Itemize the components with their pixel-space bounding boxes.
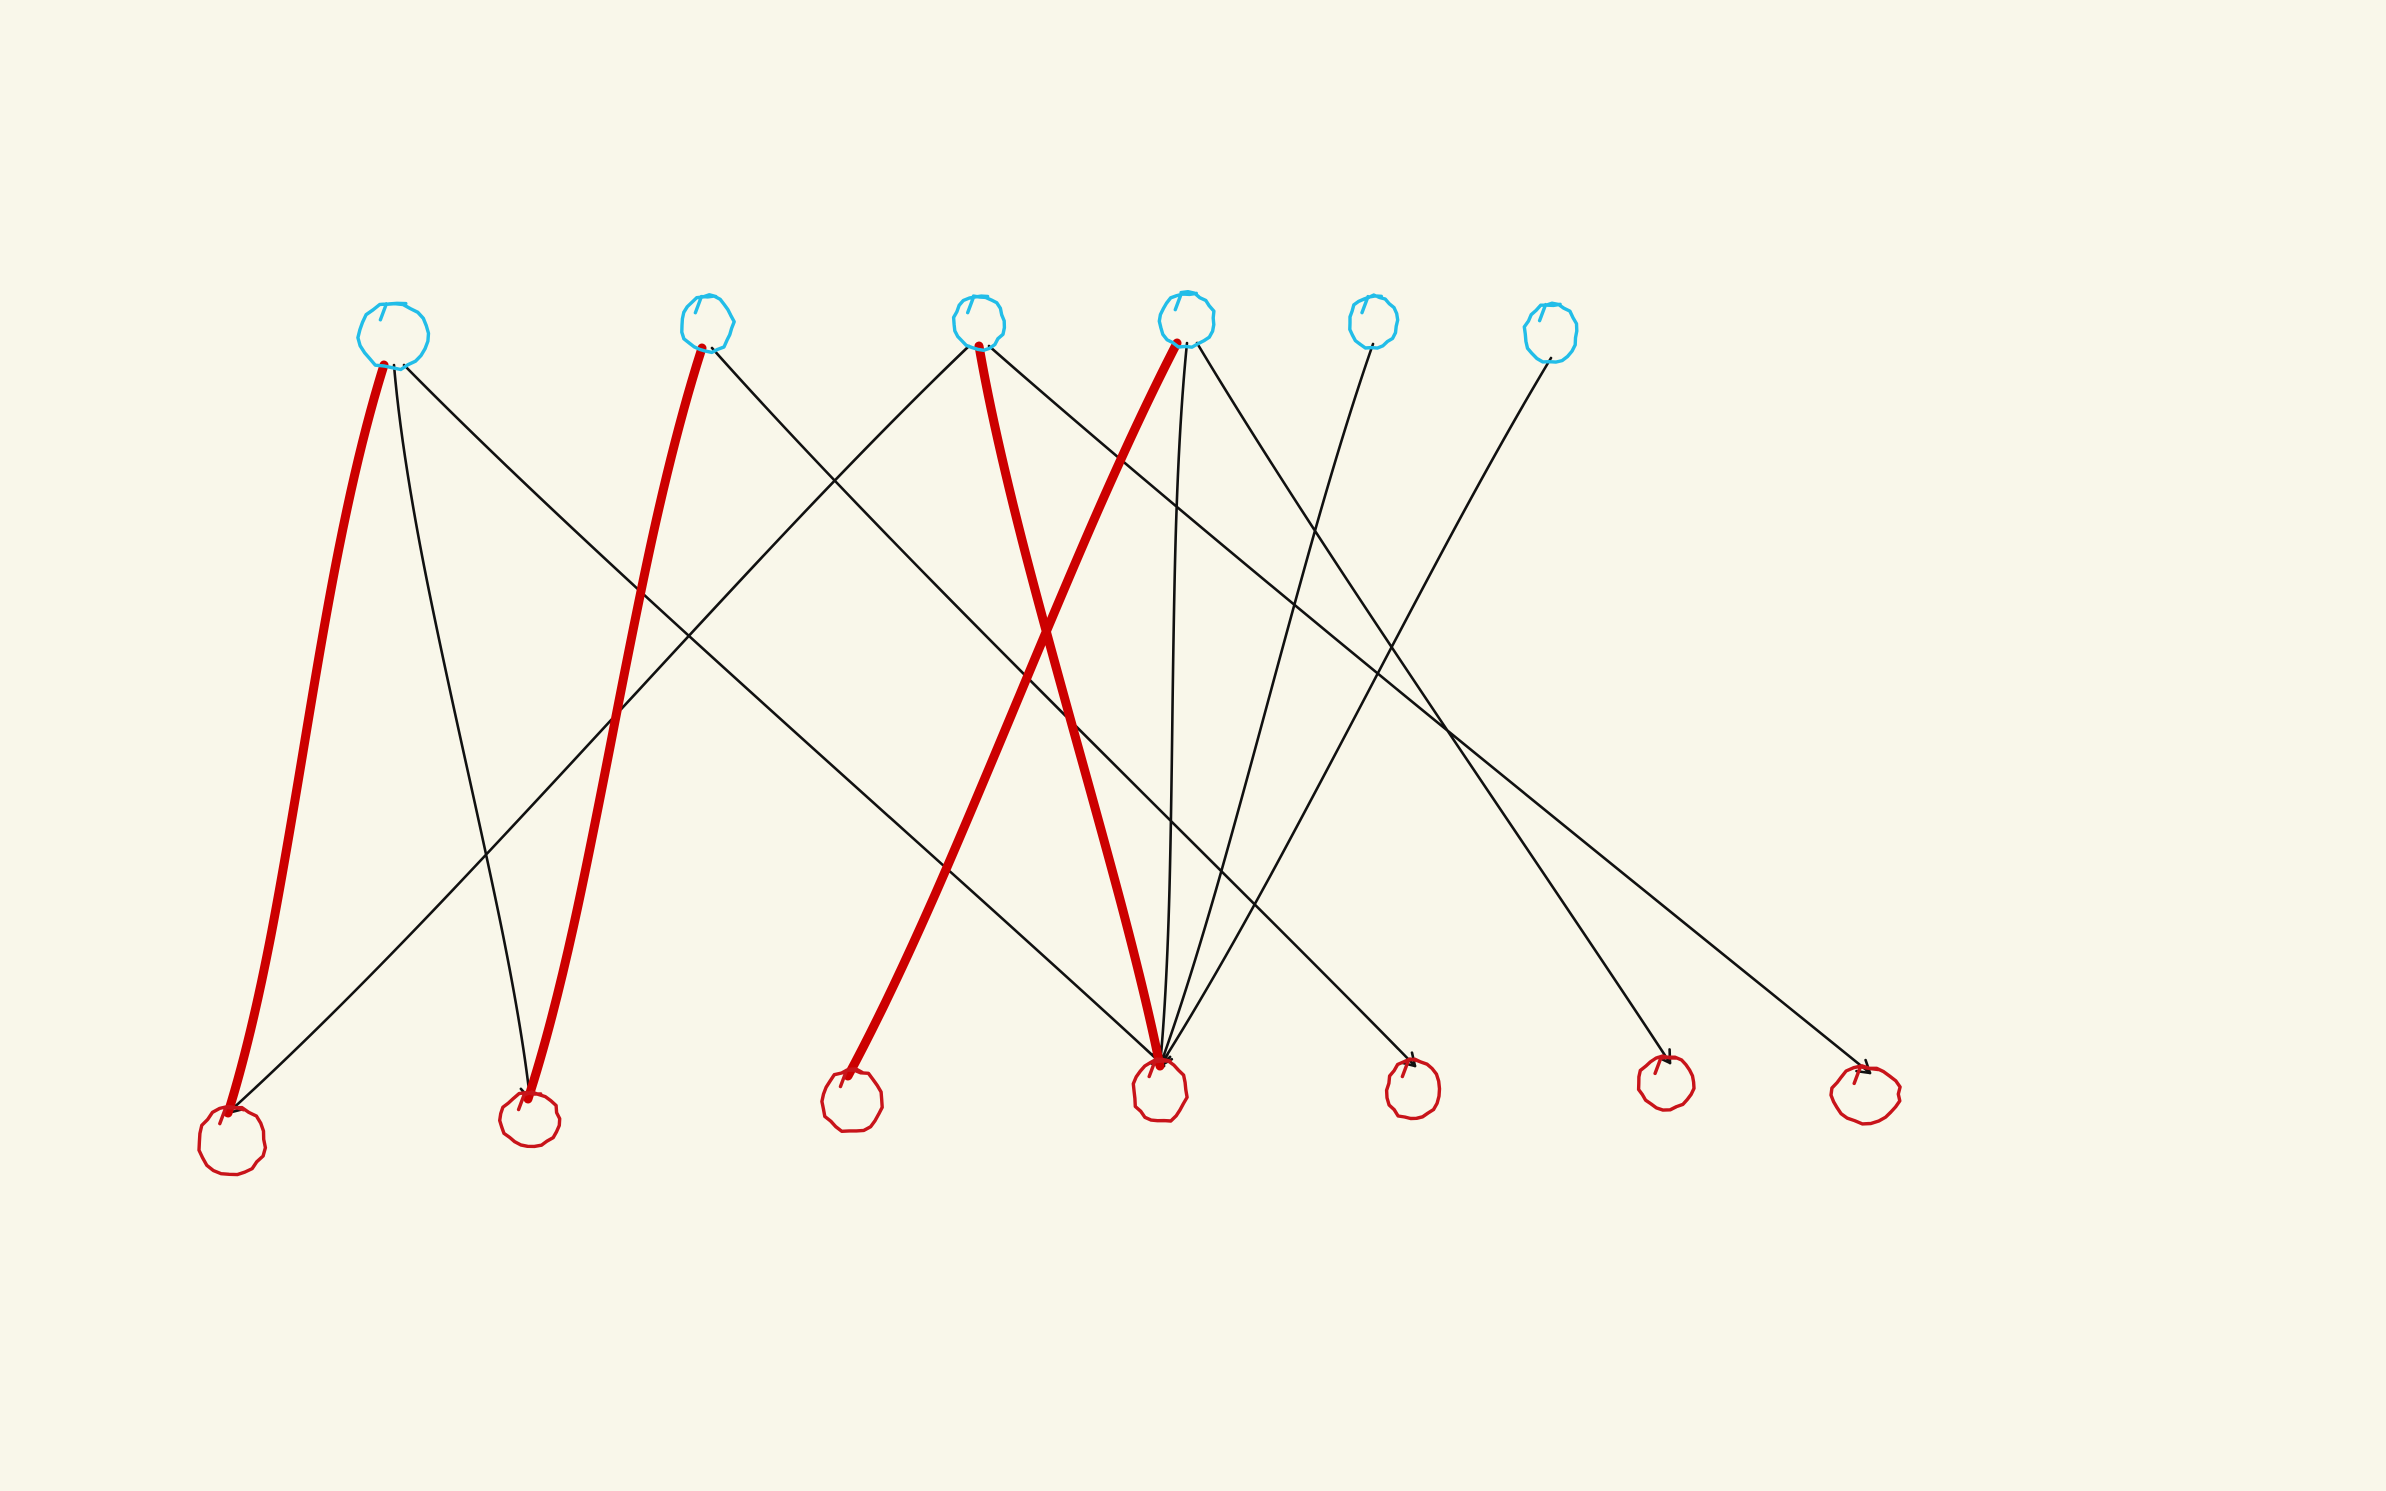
top-node-t5	[1348, 293, 1400, 350]
bottom-node-b7	[1829, 1064, 1902, 1126]
top-node-t6	[1522, 301, 1579, 364]
edge-t3-b7	[987, 344, 1872, 1075]
edge-t4-b4	[1158, 341, 1189, 1068]
bottom-node-b2	[498, 1090, 562, 1149]
top-node-t3	[951, 294, 1007, 352]
edge-t1-b2	[392, 363, 532, 1101]
top-node-t2	[680, 293, 736, 355]
matching-edge-t4-b3	[843, 338, 1182, 1081]
matching-edge-t2-b2	[523, 343, 707, 1104]
edge-arrowhead-t3-b7	[1855, 1058, 1872, 1075]
node-layer	[197, 290, 1902, 1177]
bottom-node-b4	[1131, 1057, 1189, 1123]
top-node-t4	[1157, 290, 1216, 349]
bottom-node-b1	[197, 1104, 268, 1177]
edge-layer	[226, 341, 1872, 1115]
edge-t1-b4	[402, 363, 1166, 1068]
matching-edge-t1-b1	[223, 360, 389, 1118]
matching-edge-layer	[223, 338, 1182, 1118]
edge-t6-b4	[1158, 356, 1553, 1068]
bottom-node-b6	[1636, 1054, 1696, 1112]
top-node-t1	[356, 301, 431, 372]
bottom-node-b5	[1384, 1057, 1442, 1121]
edge-t4-b6	[1195, 341, 1672, 1065]
edge-t5-b4	[1158, 342, 1375, 1068]
edge-t2-b5	[710, 346, 1417, 1068]
bottom-node-b3	[820, 1067, 884, 1133]
edge-t3-b1	[226, 344, 971, 1115]
matching-edge-t3-b4	[974, 341, 1165, 1071]
